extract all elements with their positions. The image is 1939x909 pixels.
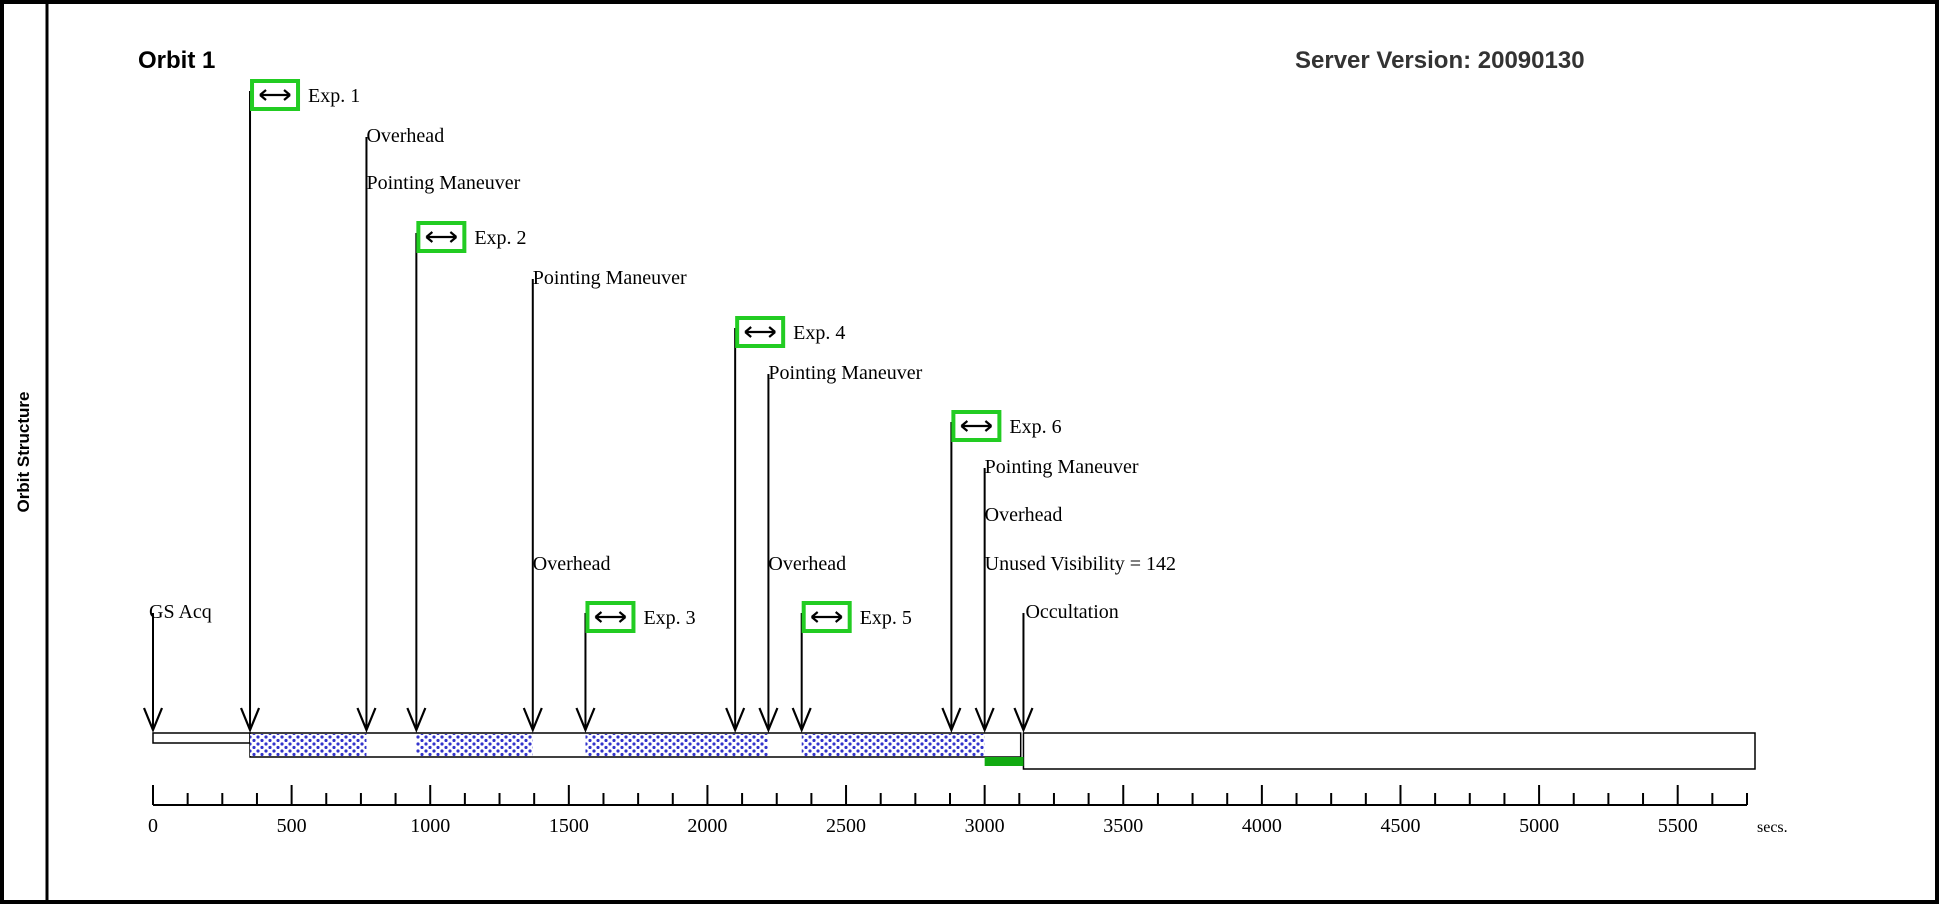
event-arrow xyxy=(356,707,377,733)
orbit-title: Orbit 1 xyxy=(138,47,215,74)
side-label: Orbit Structure xyxy=(14,391,33,513)
tick-label: 5000 xyxy=(1519,815,1559,837)
tick-label: 5500 xyxy=(1658,815,1698,837)
exposure-segment xyxy=(801,734,952,756)
event-label: Pointing Maneuver xyxy=(533,267,687,289)
exposure-label: Exp. 2 xyxy=(474,227,526,249)
exposure-segment xyxy=(250,734,367,756)
tick-label: 1000 xyxy=(410,815,450,837)
exposure-segment xyxy=(416,734,533,756)
exposure-label: Exp. 5 xyxy=(860,607,912,629)
event-label: Overhead xyxy=(768,553,846,575)
tick-label: 2500 xyxy=(826,815,866,837)
event-arrow xyxy=(791,707,812,733)
event-label: Overhead xyxy=(985,504,1063,526)
tick-label: 4000 xyxy=(1242,815,1282,837)
event-label: Pointing Maneuver xyxy=(985,456,1139,478)
event-arrow xyxy=(941,707,962,733)
timeline-bars xyxy=(152,732,1756,770)
exposure-label: Exp. 3 xyxy=(643,607,695,629)
event-arrow xyxy=(974,707,995,733)
time-axis: 0 500 1000 1500 2000 2500 3000 3500 4000 4500 5000… xyxy=(148,785,1788,837)
exposure-segment xyxy=(735,734,769,756)
exposure-label: Exp. 1 xyxy=(308,85,360,107)
event-label: Overhead xyxy=(366,125,444,147)
tick-label: 500 xyxy=(277,815,307,837)
exposure-segment xyxy=(585,734,736,756)
occultation-bar xyxy=(1022,732,1756,770)
exposure-label: Exp. 6 xyxy=(1009,416,1061,438)
event-arrow xyxy=(575,707,596,733)
exposure-icon[interactable] xyxy=(801,601,852,633)
unused-visibility-bar xyxy=(984,757,1024,766)
tick-label: 0 xyxy=(148,815,158,837)
event-arrow xyxy=(758,707,779,733)
tick-label: 3500 xyxy=(1103,815,1143,837)
event-arrow xyxy=(240,707,261,733)
event-arrow xyxy=(142,707,164,733)
exposure-icon[interactable] xyxy=(250,79,301,111)
unit-label: secs. xyxy=(1757,819,1788,836)
event-arrow xyxy=(1013,707,1034,733)
event-label: Occultation xyxy=(1025,601,1118,623)
server-version: Server Version: 20090130 xyxy=(1295,47,1585,74)
event-label: Pointing Maneuver xyxy=(768,362,922,384)
exposure-segment xyxy=(951,734,985,756)
event-label: Pointing Maneuver xyxy=(366,172,520,194)
tick-label: 3000 xyxy=(965,815,1005,837)
gs-acq-bar xyxy=(152,732,251,744)
exposure-icon[interactable] xyxy=(585,601,636,633)
exposure-label: Exp. 4 xyxy=(793,322,845,344)
exposure-icon[interactable] xyxy=(416,221,467,253)
exposure-icon[interactable] xyxy=(951,410,1002,442)
event-arrow xyxy=(406,707,427,733)
tick-label: 1500 xyxy=(549,815,589,837)
event-arrow xyxy=(725,707,746,733)
event-label: GS Acq xyxy=(149,601,212,623)
event-label: Overhead xyxy=(533,553,611,575)
exposure-icon[interactable] xyxy=(735,316,786,348)
event-label: Unused Visibility = 142 xyxy=(985,553,1176,575)
tick-label: 2000 xyxy=(687,815,727,837)
event-arrow xyxy=(522,707,543,733)
tick-label: 4500 xyxy=(1380,815,1420,837)
